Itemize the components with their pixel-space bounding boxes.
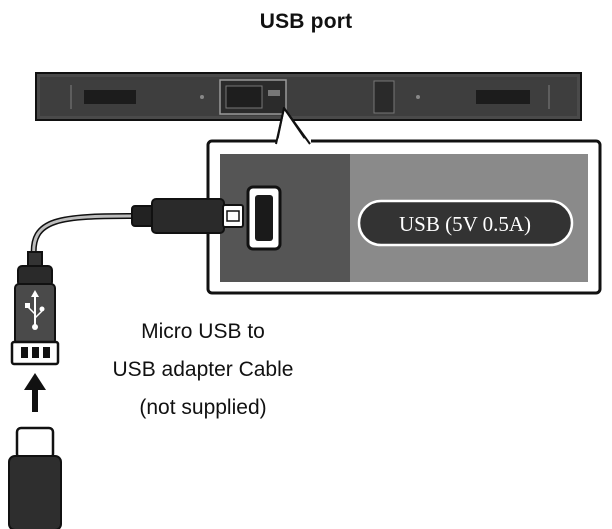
usb-adapter-socket [10, 251, 60, 366]
cable-wire [30, 213, 137, 259]
usb-port-label: USB (5V 0.5A) [357, 199, 574, 247]
micro-usb-plug [131, 198, 244, 234]
usb-port-label-text: USB (5V 0.5A) [399, 212, 531, 236]
diagram-title: USB port [259, 10, 353, 33]
caption-line-3: (not supplied) [139, 396, 267, 419]
insert-arrow-icon [24, 373, 46, 412]
caption-line-1: Micro USB to [141, 320, 265, 343]
usb-symbol-icon [25, 290, 45, 330]
cable-caption: Micro USB to USB adapter Cable (not supp… [88, 313, 318, 427]
usb-device-icon [8, 426, 62, 529]
caption-line-2: USB adapter Cable [112, 358, 294, 381]
soundbar [35, 72, 582, 121]
micro-usb-port-icon [246, 185, 282, 251]
